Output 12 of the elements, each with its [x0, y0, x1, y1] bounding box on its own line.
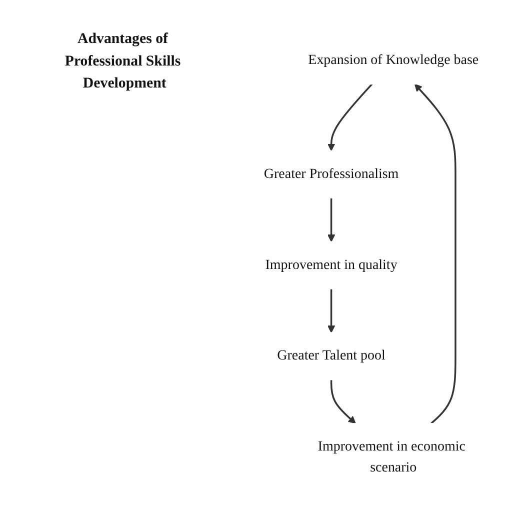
node-text: Advantages of Professional Skills Development	[64, 30, 181, 92]
node-text: Greater Professionalism	[264, 166, 399, 182]
node-text: Expansion of Knowledge base	[308, 52, 479, 68]
node-text: Improvement in quality	[265, 258, 398, 272]
arrow	[414, 84, 456, 424]
node-text: Improvement in economic scenario	[318, 439, 466, 476]
arrow	[327, 289, 336, 334]
node-text: Greater Talent pool	[277, 348, 386, 364]
arrow	[330, 380, 356, 424]
cycle-diagram: Advantages of Professional Skills Development Expansion of Knowledge base Greater Professionalism Improvement in quality Greater Talent pool Improvement in economic scenario	[4, 7, 514, 499]
arrow	[327, 198, 336, 242]
arrow	[327, 84, 373, 152]
